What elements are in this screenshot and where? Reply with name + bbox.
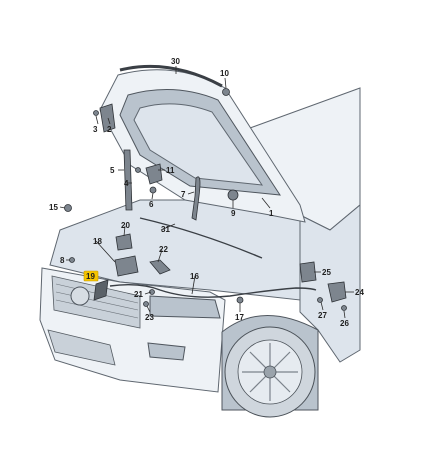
callout-6: 6	[149, 200, 154, 209]
strut-bolt	[135, 167, 141, 173]
hood-lock	[114, 255, 139, 277]
hood-assembly	[99, 64, 306, 223]
fog-light	[147, 342, 186, 361]
callout-labels: 30 10 3 2 5 11 4 7 6 9 1 15 31 20 18 22 …	[49, 57, 364, 328]
clip-27	[317, 297, 323, 303]
callout-16: 16	[190, 272, 199, 281]
clip-15	[64, 204, 72, 212]
callout-1: 1	[269, 209, 274, 218]
brand-logo	[70, 286, 90, 306]
clip-17	[236, 296, 244, 304]
hood-strut	[123, 149, 133, 211]
callout-19: 19	[86, 272, 95, 281]
callout-24: 24	[355, 288, 364, 297]
release-handle	[327, 281, 347, 303]
parts	[64, 88, 347, 311]
release-lever	[93, 279, 109, 301]
hood-rest	[227, 189, 239, 201]
engine-bay-panel	[49, 199, 301, 301]
lock-switch	[149, 259, 171, 275]
highlight-19	[83, 270, 99, 282]
callout-18: 18	[93, 237, 102, 246]
callout-20: 20	[121, 221, 130, 230]
bracket-bolt	[149, 186, 157, 194]
lower-intake	[47, 329, 116, 366]
clip-8	[69, 257, 75, 263]
vehicle-body	[39, 87, 361, 418]
hood-hinge	[99, 103, 116, 133]
callout-26: 26	[340, 319, 349, 328]
callout-30: 30	[171, 57, 180, 66]
handle-bracket	[299, 261, 317, 283]
callout-25: 25	[322, 268, 331, 277]
callout-11: 11	[166, 166, 175, 175]
callout-17: 17	[235, 313, 244, 322]
callout-7: 7	[181, 190, 186, 199]
headlight	[149, 295, 221, 319]
callout-9: 9	[231, 209, 236, 218]
hinge-bolt	[93, 110, 99, 116]
clip-26	[341, 305, 347, 311]
clip-23	[143, 301, 149, 307]
callout-27: 27	[318, 311, 327, 320]
hood-buffer	[222, 88, 230, 96]
callout-2: 2	[107, 125, 112, 134]
release-cable	[109, 283, 317, 298]
callout-21: 21	[134, 290, 143, 299]
wheel-hub	[263, 365, 277, 379]
leader-lines	[59, 66, 354, 319]
callout-15: 15	[49, 203, 58, 212]
clip-21	[149, 289, 155, 295]
callout-23: 23	[145, 313, 154, 322]
strut-bracket	[145, 163, 163, 185]
callout-4: 4	[124, 179, 129, 188]
hood-striker	[191, 176, 201, 221]
callout-5: 5	[110, 166, 115, 175]
callout-8: 8	[60, 256, 65, 265]
callout-3: 3	[93, 125, 98, 134]
hood-seal-strip	[119, 64, 223, 88]
latch-cover	[115, 233, 133, 251]
hood-prop-rod	[139, 217, 263, 259]
callout-22: 22	[159, 245, 168, 254]
hood-insulation	[133, 103, 264, 186]
callout-31: 31	[161, 225, 170, 234]
callout-10: 10	[220, 69, 229, 78]
